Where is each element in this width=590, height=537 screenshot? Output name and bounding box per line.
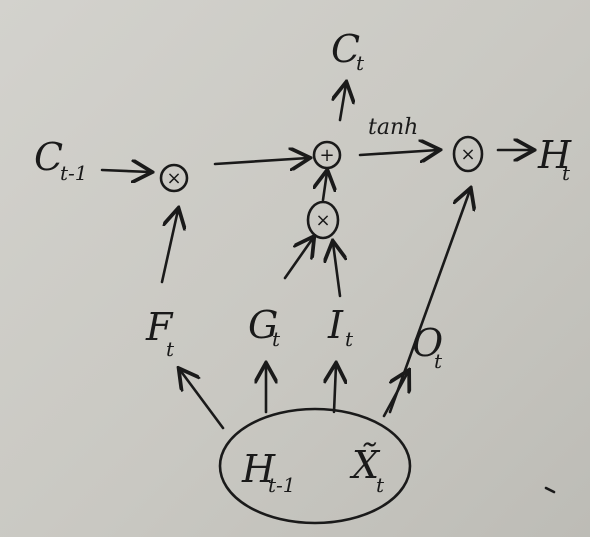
label-i-t: I t [327,303,354,351]
label-h-t: H t [537,133,572,185]
arrow-add-to-ct [340,84,346,122]
svg-text:F: F [145,305,174,349]
arrow-forget-to-add [213,158,308,164]
svg-text:G: G [248,303,278,347]
svg-text:t: t [562,161,571,185]
svg-text:t: t [345,327,354,351]
svg-text:C: C [34,135,63,179]
label-h-prev: H t-1 [241,447,296,497]
arrow-input-to-it [334,365,336,414]
arrow-ot-to-output [388,190,470,414]
input-multiply-node: × [306,200,340,240]
pen-mark [544,486,556,494]
add-symbol: + [319,145,334,166]
svg-text:C: C [331,27,360,71]
svg-text:I: I [327,303,344,347]
forget-multiply-symbol: × [166,168,181,189]
forget-multiply-node: × [159,163,189,193]
arrow-it-to-mult [333,243,340,298]
svg-text:H: H [241,447,276,491]
label-c-prev: C t-1 [34,135,88,185]
input-multiply-symbol: × [315,210,330,231]
label-f-t: F t [145,305,175,361]
arrow-input-to-ft [180,370,225,430]
svg-text:t: t [166,337,175,361]
output-multiply-symbol: × [460,144,475,165]
svg-text:t: t [434,349,443,373]
svg-text:t-1: t-1 [268,473,296,497]
svg-text:X̃: X̃ [349,443,381,487]
svg-text:t: t [272,327,281,351]
arrow-input-to-ot [382,372,408,418]
label-o-t: O t [412,321,443,373]
input-ellipse [218,407,412,525]
arrow-gt-to-mult [283,238,313,280]
arrow-add-to-output [358,150,438,155]
label-g-t: G t [248,303,281,351]
arrow-ft-to-forget [160,210,178,284]
label-tanh: tanh [368,115,418,140]
svg-text:O: O [412,321,443,365]
arrow-mult-to-add [323,172,327,202]
add-node: + [312,140,342,170]
label-x-tilde: X̃ t [349,443,385,497]
label-c-t: C t [331,27,365,75]
svg-text:t: t [376,473,385,497]
output-multiply-node: × [452,135,484,173]
svg-text:t-1: t-1 [60,161,88,185]
svg-text:H: H [537,133,572,177]
arrow-cprev-to-forget [100,170,150,172]
svg-text:t: t [356,51,365,75]
